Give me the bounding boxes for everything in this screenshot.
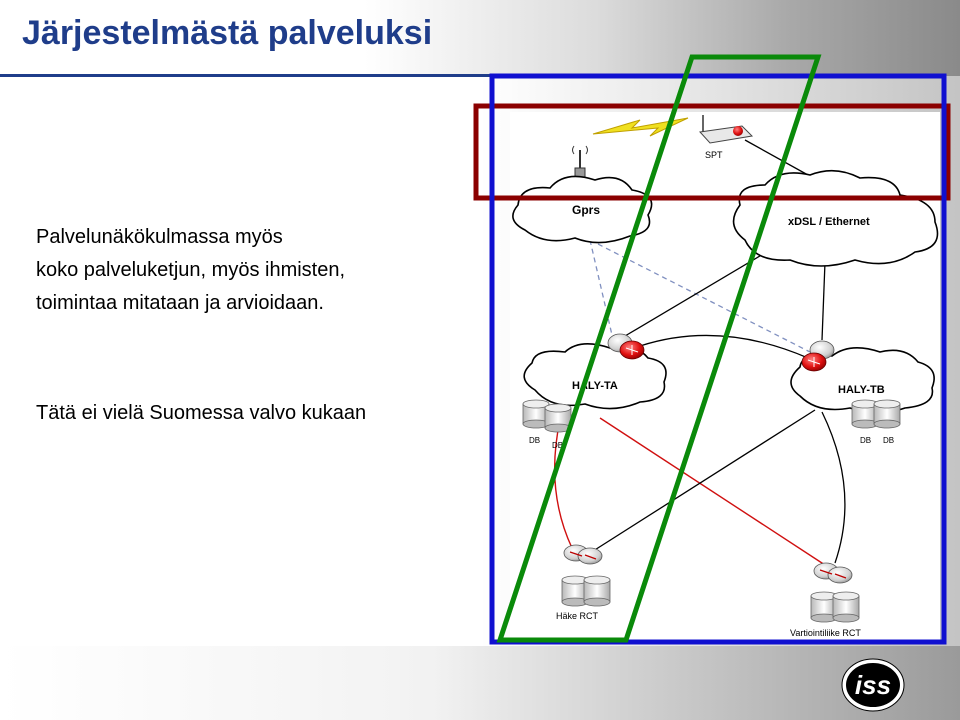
red-highlight-frame xyxy=(473,103,951,201)
paragraph-line-1: Palvelunäkökulmassa myös xyxy=(36,226,283,248)
haly-ta-cloud xyxy=(523,343,667,410)
db-label-ta-2: DB xyxy=(552,441,563,450)
haly-tb-label: HALY-TB xyxy=(838,384,885,396)
link-haly-ta-vartio-red xyxy=(599,417,826,566)
paragraph-line-2: koko palveluketjun, myös ihmisten, xyxy=(36,259,346,281)
db-cylinder-vartio-2 xyxy=(832,591,860,623)
db-cylinder-ta-2 xyxy=(544,403,572,433)
iss-logo: iss xyxy=(841,658,905,712)
router-haly-tb-icon xyxy=(801,340,835,372)
xdsl-cloud-label: xDSL / Ethernet xyxy=(788,216,870,228)
gprs-antenna-icon xyxy=(572,145,588,179)
iss-logo-text: iss xyxy=(855,670,891,700)
db-cylinder-ta-1 xyxy=(522,399,550,429)
spt-device-icon xyxy=(698,115,754,144)
header-background xyxy=(0,0,960,76)
footer-bar xyxy=(0,646,960,720)
paragraph-2: Tätä ei vielä Suomessa valvo kukaan xyxy=(36,402,367,424)
link-gprs-router-ta xyxy=(589,239,613,336)
site-vartio-label: Vartiointiliike RCT xyxy=(790,628,861,638)
link-haly-tb-hake xyxy=(589,409,816,554)
gprs-cloud-label: Gprs xyxy=(572,203,600,217)
db-cylinder-hake-2 xyxy=(583,575,611,607)
spt-label: SPT xyxy=(705,150,723,160)
link-haly-tb-vartio xyxy=(821,411,846,564)
router-haly-ta-icon xyxy=(607,333,645,360)
slide-title: Järjestelmästä palveluksi xyxy=(22,14,433,52)
link-router-ta-tb xyxy=(639,334,809,359)
paragraph-line-3: toimintaa mitataan ja arvioidaan. xyxy=(36,292,324,314)
green-highlight-band xyxy=(496,54,822,643)
link-xdsl-router-ta xyxy=(624,249,771,337)
haly-ta-label: HALY-TA xyxy=(572,380,618,392)
site-hake-label: Häke RCT xyxy=(556,611,599,621)
router-vartio-icon xyxy=(813,562,853,584)
gprs-cloud xyxy=(512,175,653,244)
db-label-tb-2: DB xyxy=(883,436,894,445)
db-cylinder-tb-2 xyxy=(873,399,901,429)
db-cylinder-vartio-1 xyxy=(810,591,838,623)
link-haly-ta-hake-red xyxy=(553,419,573,549)
xdsl-ethernet-cloud xyxy=(732,169,939,267)
db-cylinder-hake-1 xyxy=(561,575,589,607)
db-label-tb-1: DB xyxy=(860,436,871,445)
router-hake-icon xyxy=(563,544,603,565)
link-xdsl-router-tb xyxy=(821,261,826,341)
wireless-lightning-icon xyxy=(592,117,689,137)
blue-highlight-frame xyxy=(489,73,947,645)
db-label-ta-1: DB xyxy=(529,436,540,445)
title-underline xyxy=(0,74,566,77)
